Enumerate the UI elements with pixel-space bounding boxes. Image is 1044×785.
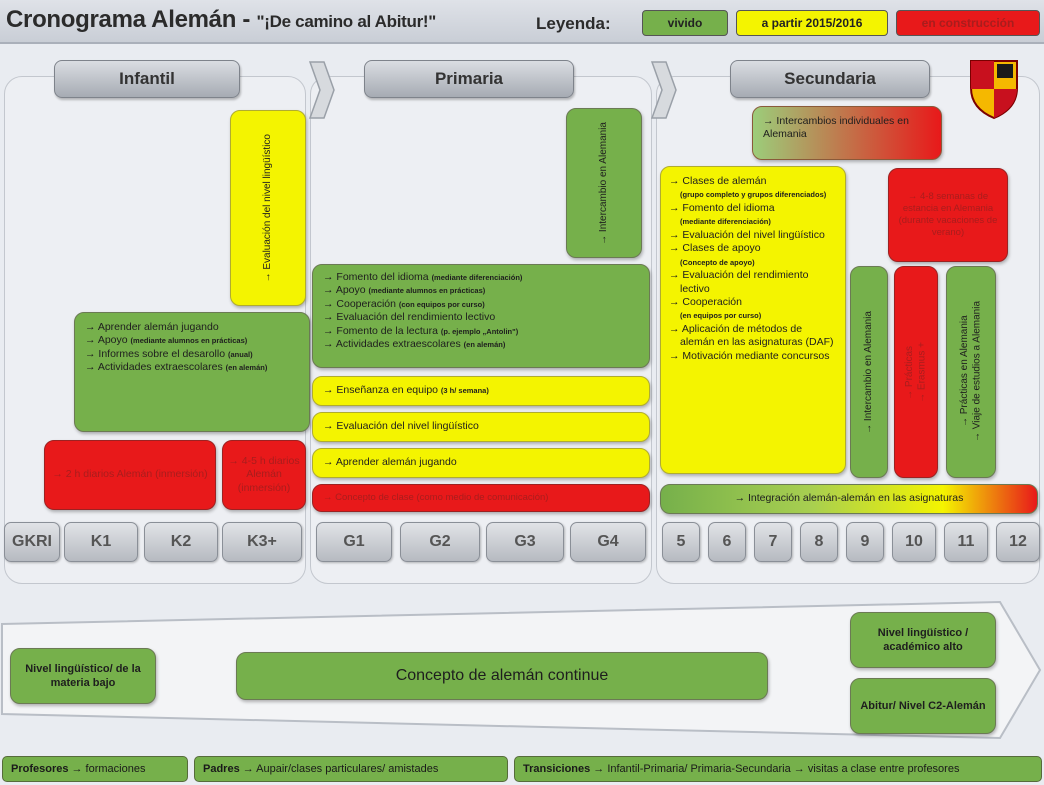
grade-tile: G1 (316, 522, 392, 562)
infantil-red-box-2: → 4-5 h diarios Alemán (inmersión) (222, 440, 306, 510)
grade-tile: G4 (570, 522, 646, 562)
sec-item-fomento: → Fomento del idioma(mediante diferencia… (669, 201, 775, 227)
secundaria-viaje-box: → Prácticas en Alemania → Viaje de estud… (946, 266, 996, 478)
primaria-item-evaluacion: → Evaluación del rendimiento lectivo (323, 311, 496, 324)
sec-item-apoyo: → Clases de apoyo(Concepto de apoyo) (669, 242, 761, 267)
title-subtitle: "¡De camino al Abitur!" (256, 12, 437, 31)
primaria-jugando-box: → Aprender alemán jugando (312, 448, 650, 478)
page-title: Cronograma Alemán - "¡De camino al Abitu… (6, 6, 436, 34)
primaria-item-lectura: → Fomento de la lectura (p. ejemplo „Ant… (323, 324, 519, 337)
secundaria-yellow-box: → Clases de alemán(grupo completo y grup… (660, 166, 846, 474)
legend-item-construccion: en construcción (896, 10, 1040, 36)
stage-secundaria: Secundaria (730, 60, 930, 98)
legend-label: Leyenda: (536, 14, 611, 33)
sec-item-daf: → Aplicación de métodos de alemán en las… (669, 322, 834, 349)
grade-tile: G2 (400, 522, 480, 562)
primaria-item-apoyo: → Apoyo (mediante alumnos en prácticas) (323, 284, 486, 297)
grade-tile: 8 (800, 522, 838, 562)
nivel-bajo-box: Nivel lingüístico/ de la materia bajo (10, 648, 156, 704)
grade-tile: G3 (486, 522, 564, 562)
infantil-item-apoyo: → Apoyo (mediante alumnos en prácticas) (85, 334, 248, 347)
abitur-box: Abitur/ Nivel C2-Alemán (850, 678, 996, 734)
primaria-intercambio-box: → Intercambio en Alemania (566, 108, 642, 258)
concepto-aleman-box: Concepto de alemán continue (236, 652, 768, 700)
primaria-ensenanza-box: → Enseñanza en equipo (3 h/ semana) (312, 376, 650, 406)
grade-tile: 9 (846, 522, 884, 562)
secundaria-intercambios-box: → Intercambios individuales en Alemania (752, 106, 942, 160)
stage-infantil: Infantil (54, 60, 240, 98)
secundaria-practicas-text: → Prácticas → Erasmus + (903, 341, 928, 403)
grade-tile: K2 (144, 522, 218, 562)
infantil-item-jugando: → Aprender alemán jugando (85, 321, 219, 333)
grade-tile: 6 (708, 522, 746, 562)
footer-padres: Padres → Aupair/clases particulares/ ami… (194, 756, 508, 782)
sec-item-evaluacion-rendimiento: → Evaluación del rendimiento lectivo (669, 269, 809, 295)
legend-item-2015: a partir 2015/2016 (736, 10, 888, 36)
secundaria-intercambio-box: → Intercambio en Alemania (850, 266, 888, 478)
primaria-item-actividades: → Actividades extraescolares (en alemán) (323, 338, 506, 351)
primaria-evaluacion-box: → Evaluación del nivel lingüístico (312, 412, 650, 442)
grade-tile: GKRI (4, 522, 60, 562)
secundaria-practicas-box: → Prácticas → Erasmus + (894, 266, 938, 478)
chevron-right-icon (650, 61, 677, 119)
infantil-green-box: → Aprender alemán jugando → Apoyo (media… (74, 312, 310, 432)
secundaria-integracion-box: → Integración alemán-alemán en las asign… (660, 484, 1038, 514)
infantil-item-actividades: → Actividades extraescolares (en alemán) (85, 361, 268, 374)
grade-tile: K3+ (222, 522, 302, 562)
infantil-evaluacion-text: → Evaluación del nivel lingüístico (261, 133, 273, 283)
footer-transiciones: Transiciones → Infantil-Primaria/ Primar… (514, 756, 1042, 782)
infantil-item-informes: → Informes sobre el desarollo (anual) (85, 347, 253, 360)
footer-profesores: Profesores → formaciones (2, 756, 188, 782)
title-main: Cronograma Alemán - (6, 6, 257, 33)
secundaria-viaje-text: → Prácticas en Alemania → Viaje de estud… (958, 301, 983, 443)
grade-tile: 11 (944, 522, 988, 562)
primaria-intercambio-text: → Intercambio en Alemania (597, 121, 609, 245)
chevron-right-icon (308, 61, 335, 119)
grade-tile: 12 (996, 522, 1040, 562)
secundaria-intercambio-text: → Intercambio en Alemania (862, 310, 874, 434)
grade-tile: 7 (754, 522, 792, 562)
infantil-evaluacion-box: → Evaluación del nivel lingüístico (230, 110, 306, 306)
infantil-red-box-1: → 2 h diarios Alemán (inmersión) (44, 440, 216, 510)
sec-item-clases: → Clases de alemán(grupo completo y grup… (669, 175, 827, 200)
school-crest-icon (970, 60, 1018, 120)
grade-tile: 10 (892, 522, 936, 562)
secundaria-estancia-box: → 4-8 semanas de estancia en Alemania (d… (888, 168, 1008, 262)
primaria-item-cooperacion: → Cooperación (con equipos por curso) (323, 297, 485, 310)
primaria-green-box: → Fomento del idioma (mediante diferenci… (312, 264, 650, 368)
grade-tile: K1 (64, 522, 138, 562)
nivel-alto-box: Nivel lingüístico / académico alto (850, 612, 996, 668)
primaria-item-fomento: → Fomento del idioma (mediante diferenci… (323, 271, 523, 283)
sec-item-cooperacion: → Cooperación(en equipos por curso) (669, 295, 762, 321)
primaria-concepto-clase-box: → Concepto de clase (como medio de comun… (312, 484, 650, 512)
grade-tile: 5 (662, 522, 700, 562)
legend-item-vivido: vivido (642, 10, 728, 36)
sec-item-motivacion: → Motivación mediante concursos (669, 349, 830, 362)
stage-primaria: Primaria (364, 60, 574, 98)
sec-item-evaluacion-nivel: → Evaluación del nivel lingüístico (669, 228, 825, 241)
